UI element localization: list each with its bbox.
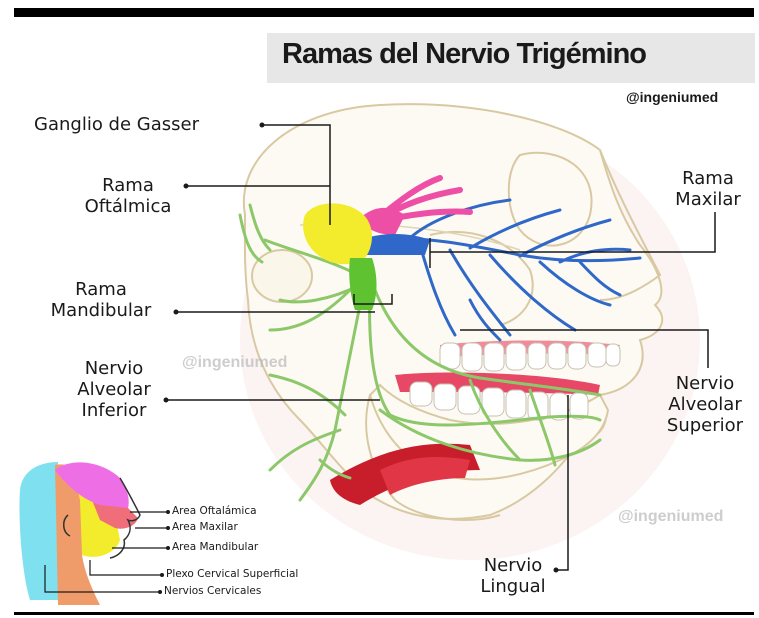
legend-nervios-label: Nervios Cervicales <box>164 585 261 597</box>
label-rama-mandibular-line1: Rama <box>28 279 174 300</box>
label-rama-maxilar-line2: Maxilar <box>660 189 756 210</box>
label-nai-line2: Alveolar <box>62 379 166 400</box>
legend-plexo-label: Plexo Cervical Superficial <box>166 568 298 580</box>
label-rama-maxilar-line1: Rama <box>660 168 756 189</box>
label-nai-line3: Inferior <box>62 400 166 421</box>
label-nas-line1: Nervio <box>654 373 756 394</box>
label-nl-line1: Nervio <box>470 555 556 576</box>
label-rama-maxilar: Rama Maxilar <box>660 168 756 210</box>
label-ganglio-gasser: Ganglio de Gasser <box>34 114 199 135</box>
ear-outline <box>252 250 312 302</box>
label-rama-oftalmica-line1: Rama <box>72 175 184 196</box>
label-rama-mandibular: Rama Mandibular <box>28 279 174 321</box>
label-nervio-alveolar-inferior: Nervio Alveolar Inferior <box>62 358 166 421</box>
legend-head-diagram <box>19 462 140 605</box>
label-nervio-alveolar-superior: Nervio Alveolar Superior <box>654 373 756 436</box>
watermark-right: @ingeniumed <box>618 508 723 526</box>
label-nas-line2: Alveolar <box>654 394 756 415</box>
legend-area-mandibular-label: Area Mandibular <box>172 541 258 553</box>
legend-area-cervical <box>19 462 58 600</box>
bottom-black-line <box>14 612 754 615</box>
legend-dots <box>158 510 170 594</box>
label-nervio-lingual: Nervio Lingual <box>470 555 556 597</box>
legend-area-oftalmica-label: Area Oftalámica <box>172 505 257 517</box>
label-rama-mandibular-line2: Mandibular <box>28 300 174 321</box>
watermark-left: @ingeniumed <box>182 354 287 372</box>
label-nl-line2: Lingual <box>470 576 556 597</box>
label-rama-oftalmica-line2: Oftálmica <box>72 196 184 217</box>
upper-teeth <box>440 343 620 371</box>
label-nai-line1: Nervio <box>62 358 166 379</box>
label-rama-oftalmica: Rama Oftálmica <box>72 175 184 217</box>
label-nas-line3: Superior <box>654 415 756 436</box>
legend-area-maxilar-label: Area Maxilar <box>172 521 238 533</box>
